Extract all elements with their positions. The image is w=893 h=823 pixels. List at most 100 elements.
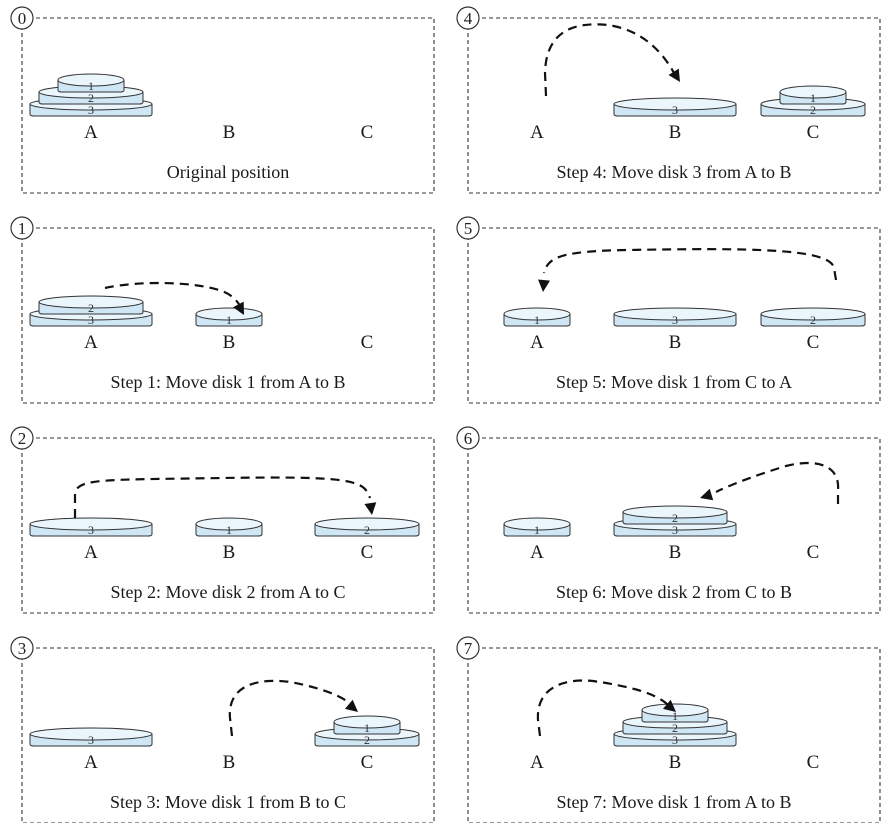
disk-number: 3 bbox=[88, 733, 94, 747]
step-caption: Step 6: Move disk 2 from C to B bbox=[556, 582, 792, 602]
disk-number: 1 bbox=[534, 523, 540, 537]
step-number: 7 bbox=[464, 639, 473, 658]
disk-number: 1 bbox=[226, 523, 232, 537]
move-arrow bbox=[700, 461, 840, 504]
step-number: 4 bbox=[464, 9, 473, 28]
step-caption: Step 4: Move disk 3 from A to B bbox=[556, 162, 791, 182]
disk-2: 2 bbox=[622, 505, 728, 525]
step-badge: 3 bbox=[10, 636, 34, 660]
disk-number: 2 bbox=[364, 523, 370, 537]
disk-3: 3 bbox=[29, 517, 153, 537]
peg-label-a: A bbox=[530, 122, 544, 143]
disk-3: 3 bbox=[29, 727, 153, 747]
peg-label-c: C bbox=[807, 332, 820, 353]
disk-number: 1 bbox=[364, 721, 370, 735]
disk-1: 1 bbox=[195, 517, 263, 537]
disk-number: 3 bbox=[672, 103, 678, 117]
disk-1: 1 bbox=[57, 73, 125, 93]
peg-label-c: C bbox=[361, 752, 374, 773]
step-caption: Original position bbox=[167, 162, 290, 182]
disk-2: 2 bbox=[38, 295, 144, 315]
disk-1: 1 bbox=[779, 85, 847, 105]
disk-number: 1 bbox=[810, 91, 816, 105]
peg-label-a: A bbox=[530, 542, 544, 563]
disk-number: 3 bbox=[88, 103, 94, 117]
step-badge: 2 bbox=[10, 426, 34, 450]
arrow-head bbox=[344, 699, 358, 712]
peg-label-c: C bbox=[807, 752, 820, 773]
peg-label-c: C bbox=[807, 542, 820, 563]
disk-2: 2 bbox=[38, 85, 144, 105]
move-arrow bbox=[73, 476, 377, 518]
peg-label-b: B bbox=[669, 332, 682, 353]
arrow-head bbox=[700, 488, 714, 501]
peg-label-a: A bbox=[84, 332, 98, 353]
arrow-head bbox=[364, 502, 377, 515]
move-arrow bbox=[104, 281, 244, 315]
disk-number: 2 bbox=[364, 733, 370, 747]
step-badge: 7 bbox=[456, 636, 480, 660]
disk-1: 1 bbox=[503, 517, 571, 537]
move-arrow bbox=[543, 23, 680, 97]
arrow-head bbox=[538, 279, 551, 292]
peg-label-c: C bbox=[361, 542, 374, 563]
disk-1: 1 bbox=[503, 307, 571, 327]
disk-2: 2 bbox=[760, 307, 866, 327]
panel-frame bbox=[21, 647, 435, 823]
disk-1: 1 bbox=[641, 703, 709, 723]
disk-number: 2 bbox=[810, 103, 816, 117]
peg-label-b: B bbox=[223, 752, 236, 773]
disk-1: 1 bbox=[195, 307, 263, 327]
peg-label-a: A bbox=[84, 752, 98, 773]
move-arrow bbox=[536, 679, 676, 737]
panel-frame bbox=[21, 437, 435, 614]
disk-number: 1 bbox=[672, 709, 678, 723]
peg-label-a: A bbox=[84, 542, 98, 563]
step-number: 2 bbox=[18, 429, 27, 448]
step-badge: 0 bbox=[10, 6, 34, 30]
step-number: 0 bbox=[18, 9, 27, 28]
peg-label-c: C bbox=[807, 122, 820, 143]
step-number: 5 bbox=[464, 219, 473, 238]
disk-number: 1 bbox=[226, 313, 232, 327]
disk-number: 1 bbox=[88, 79, 94, 93]
panel-frame bbox=[21, 17, 435, 194]
arrow-head bbox=[662, 699, 676, 712]
peg-label-a: A bbox=[530, 332, 544, 353]
step-badge: 6 bbox=[456, 426, 480, 450]
peg-label-b: B bbox=[669, 542, 682, 563]
peg-label-b: B bbox=[223, 332, 236, 353]
disk-3: 3 bbox=[613, 97, 737, 117]
peg-label-c: C bbox=[361, 122, 374, 143]
arrow-head bbox=[233, 301, 244, 315]
step-caption: Step 7: Move disk 1 from A to B bbox=[556, 792, 791, 812]
panel-frame bbox=[467, 647, 881, 823]
arrow-head bbox=[668, 68, 680, 82]
step-caption: Step 3: Move disk 1 from B to C bbox=[110, 792, 346, 812]
peg-label-b: B bbox=[223, 122, 236, 143]
disk-1: 1 bbox=[333, 715, 401, 735]
disk-number: 3 bbox=[88, 523, 94, 537]
panel-frame bbox=[467, 227, 881, 404]
disk-number: 3 bbox=[672, 523, 678, 537]
step-caption: Step 2: Move disk 2 from A to C bbox=[110, 582, 345, 602]
panel-frame bbox=[467, 17, 881, 194]
peg-label-b: B bbox=[223, 542, 236, 563]
peg-label-b: B bbox=[669, 752, 682, 773]
disk-number: 2 bbox=[88, 91, 94, 105]
disk-number: 1 bbox=[534, 313, 540, 327]
move-arrow bbox=[538, 248, 838, 292]
peg-label-c: C bbox=[361, 332, 374, 353]
step-number: 1 bbox=[18, 219, 27, 238]
peg-label-b: B bbox=[669, 122, 682, 143]
panel-frame bbox=[467, 437, 881, 614]
